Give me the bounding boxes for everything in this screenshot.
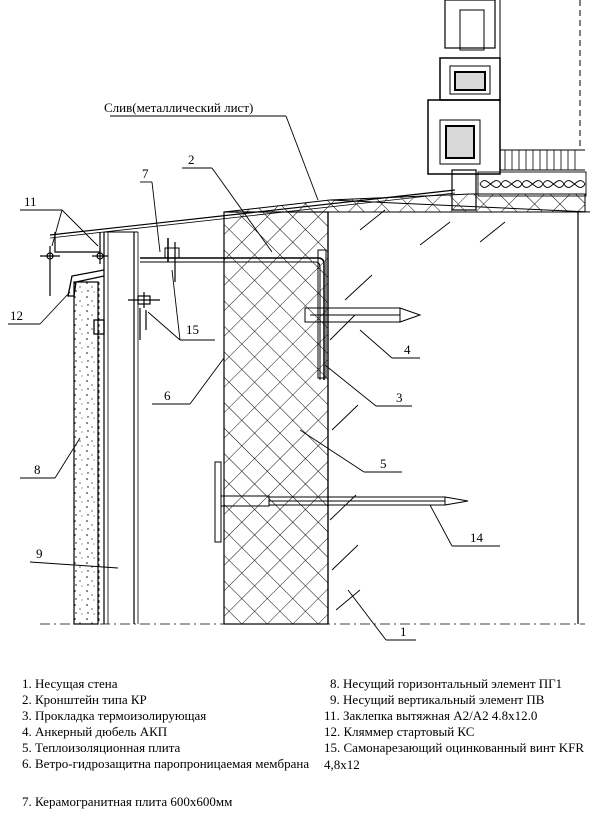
legend-item-9: 9. Несущий вертикальный элемент ПВ	[330, 692, 545, 707]
legend-item-12: 12. Кляммер стартовый КС	[324, 724, 475, 739]
legend-item-2: 2. Кронштейн типа КР	[22, 692, 147, 707]
legend-item-5: 5. Теплоизоляционная плита	[22, 740, 181, 755]
legend-item-1: 1. Несущая стена	[22, 676, 118, 691]
callout-7: 8	[34, 462, 41, 477]
metal-sill	[49, 189, 456, 239]
anchor-dowel-akp	[304, 307, 422, 323]
facade-section-drawing: Слив(металлический лист) 2 7 11 12 15 6 …	[8, 0, 591, 641]
callout-14: 14	[470, 530, 484, 545]
legend: 1. Несущая стена 2. Кронштейн типа КР 3.…	[0, 676, 600, 824]
callout-12: 12	[10, 308, 23, 323]
load-bearing-wall	[327, 199, 591, 624]
legend-item-6: 6. Ветро-гидрозащитна паропроницаемая ме…	[22, 756, 310, 771]
callout-4: 4	[404, 342, 411, 357]
callout-2: 2	[188, 152, 195, 167]
legend-item-8: 8. Несущий горизонтальный элемент ПГ1	[330, 676, 563, 691]
sill-title-label: Слив(металлический лист)	[104, 100, 253, 115]
sill-insulation	[223, 193, 586, 213]
legend-item-4: 4. Анкерный дюбель АКП	[22, 724, 168, 739]
callout-5: 5	[380, 456, 387, 471]
callout-15: 15	[186, 322, 199, 337]
callout-11: 11	[24, 194, 37, 209]
legend-item-7: 7. Керамогранитная плита 600х600мм	[22, 794, 233, 809]
window-gap-insulation	[477, 171, 587, 197]
vertical-element-pv	[103, 231, 139, 624]
window-frame	[427, 0, 585, 211]
legend-item-15: 15. Самонарезающий оцинкованный винт KFR…	[324, 740, 585, 772]
callout-3: 3	[396, 390, 403, 405]
leader-lines	[8, 115, 500, 641]
callout-1: 1	[400, 624, 407, 639]
callout-9: 9	[36, 546, 43, 561]
insulation-dowel	[214, 461, 469, 543]
bracket-kr	[140, 238, 327, 380]
callout-8: 7	[142, 166, 149, 181]
callout-6: 6	[164, 388, 171, 403]
insulation-slab	[223, 211, 329, 625]
ceramic-granite-tile	[73, 281, 100, 625]
legend-item-3: 3. Прокладка термоизолирующая	[22, 708, 207, 723]
legend-item-11: 11. Заклепка вытяжная А2/А2 4.8х12.0	[324, 708, 538, 723]
starter-clamp-ks	[67, 269, 105, 335]
rivets	[40, 232, 160, 340]
